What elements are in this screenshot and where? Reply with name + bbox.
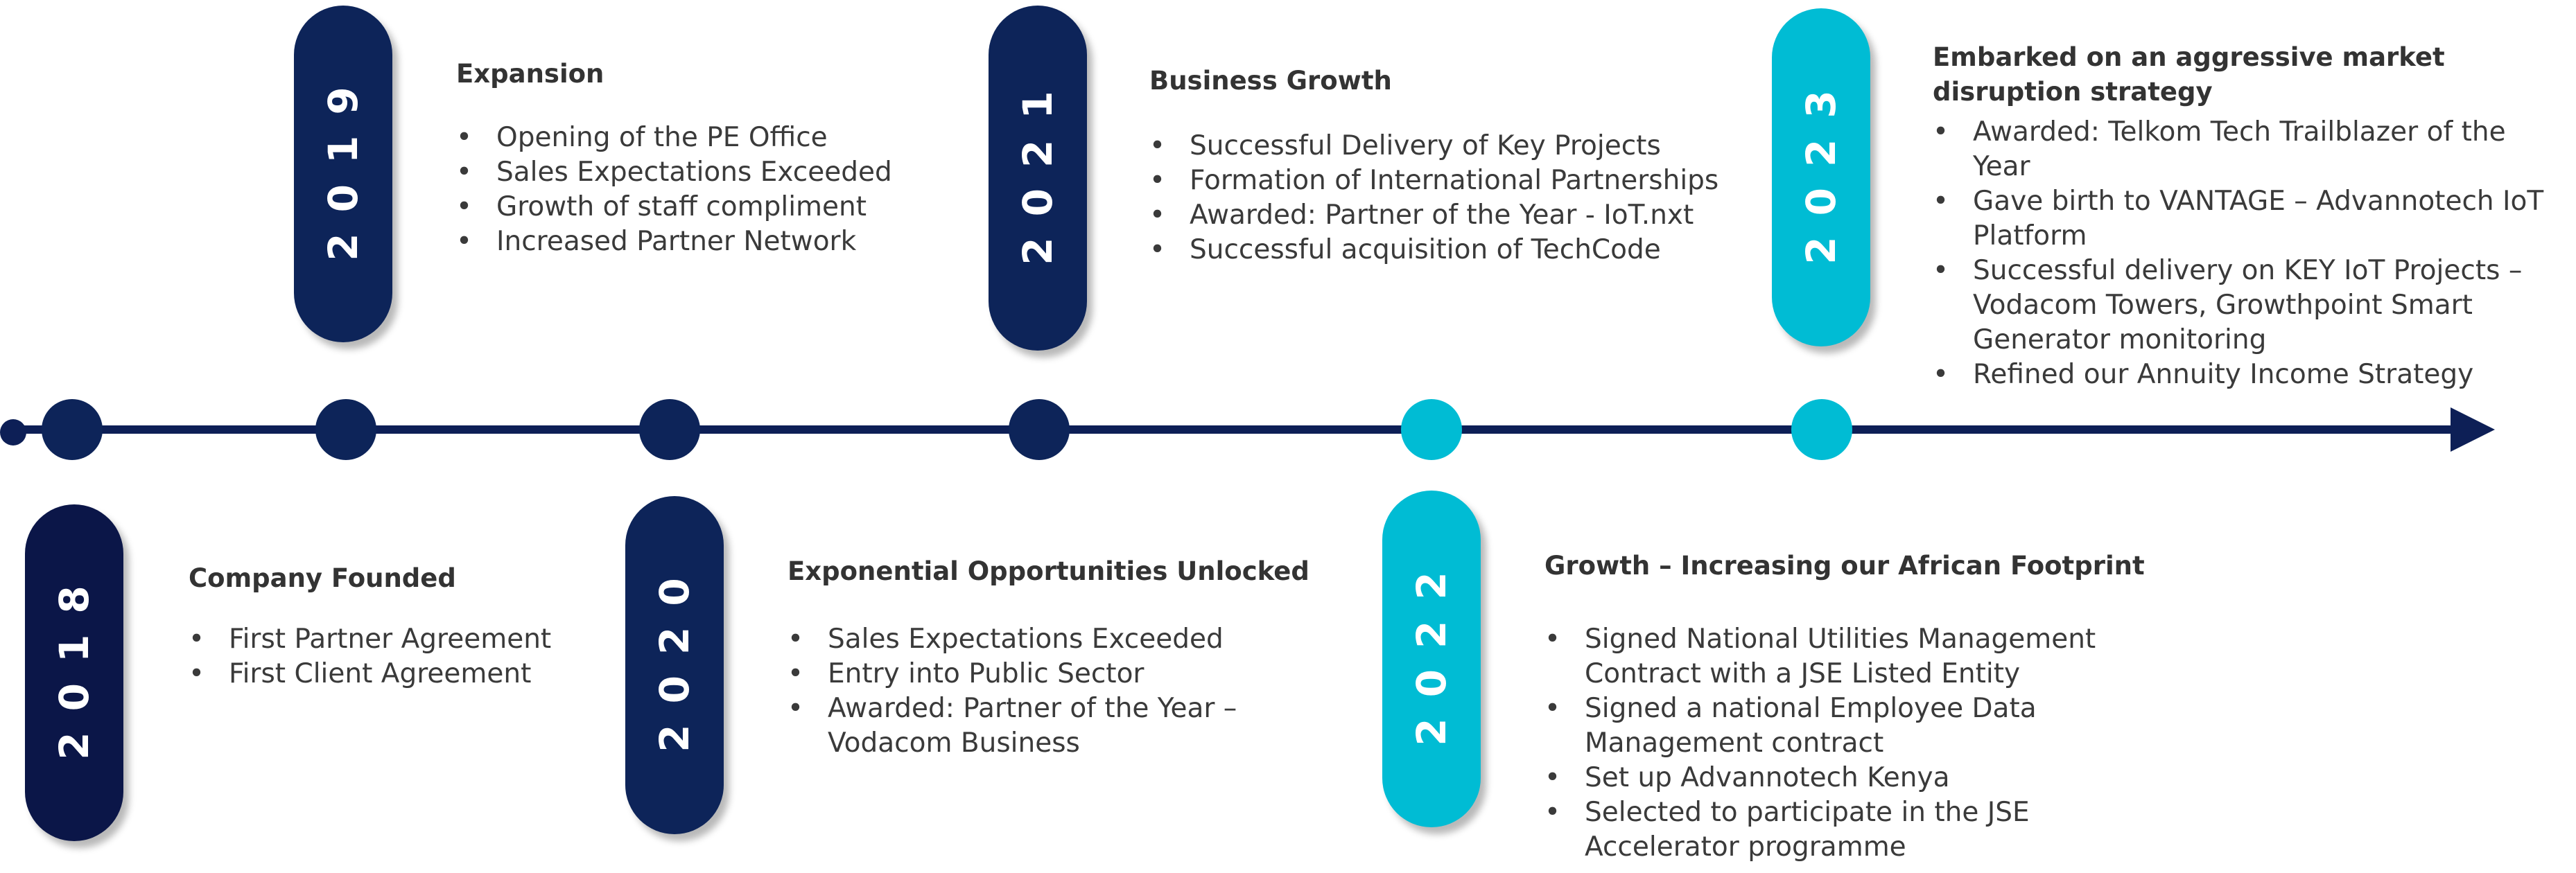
list-item: Increased Partner Network [456, 224, 928, 259]
list-item: Awarded: Partner of the Year – Vodacom B… [787, 691, 1314, 761]
year-label-2019: 2019 [320, 66, 367, 261]
list-item: Successful delivery on KEY IoT Projects … [1933, 254, 2570, 358]
year-label-2020: 2020 [651, 557, 698, 752]
list-item: Gave birth to VANTAGE – Advannotech IoT … [1933, 184, 2570, 254]
list-item: Successful acquisition of TechCode [1149, 233, 1773, 267]
milestone-list-2023: Awarded: Telkom Tech Trailblazer of the … [1933, 115, 2570, 392]
year-pill-2020: 2020 [625, 496, 724, 834]
list-item: Entry into Public Sector [787, 657, 1314, 691]
milestone-list-2018: First Partner Agreement First Client Agr… [189, 622, 577, 691]
list-item: Signed a national Employee Data Manageme… [1544, 691, 2155, 761]
year-pill-2021: 2021 [989, 6, 1087, 351]
timeline-dot-2021 [1009, 399, 1070, 460]
year-pill-2022: 2022 [1382, 491, 1481, 827]
milestone-2020: Exponential Opportunities Unlocked Sales… [787, 554, 1314, 761]
year-pill-2019: 2019 [294, 6, 392, 342]
timeline-arrowhead [2451, 407, 2495, 452]
list-item: Refined our Annuity Income Strategy [1933, 358, 2570, 392]
list-item: Growth of staff compliment [456, 190, 928, 224]
milestone-list-2021: Successful Delivery of Key Projects Form… [1149, 129, 1773, 267]
timeline-dot-2020 [639, 399, 700, 460]
milestone-title-2021: Business Growth [1149, 66, 1392, 96]
list-item: Opening of the PE Office [456, 121, 928, 155]
timeline-dot-2023 [1791, 399, 1852, 460]
list-item: Sales Expectations Exceeded [787, 622, 1314, 657]
milestone-2022: Growth – Increasing our African Footprin… [1544, 549, 2155, 865]
milestone-title-2022: Growth – Increasing our African Footprin… [1544, 551, 2145, 581]
milestone-list-2019: Opening of the PE Office Sales Expectati… [456, 121, 928, 259]
milestone-list-2020: Sales Expectations Exceeded Entry into P… [787, 622, 1314, 761]
list-item: Awarded: Telkom Tech Trailblazer of the … [1933, 115, 2570, 184]
milestone-title-2018: Company Founded [189, 563, 456, 593]
list-item: Formation of International Partnerships [1149, 164, 1773, 198]
year-pill-2018: 2018 [25, 504, 123, 841]
milestone-2021: Business Growth Successful Delivery of K… [1149, 64, 1773, 267]
timeline-dot-2022 [1401, 399, 1462, 460]
milestone-2018: Company Founded First Partner Agreement … [189, 561, 577, 691]
year-label-2022: 2022 [1408, 551, 1455, 746]
milestone-title-2023: Embarked on an aggressive market disrupt… [1933, 42, 2445, 107]
list-item: Successful Delivery of Key Projects [1149, 129, 1773, 164]
year-label-2021: 2021 [1014, 70, 1061, 265]
list-item: Selected to participate in the JSE Accel… [1544, 795, 2155, 865]
list-item: First Client Agreement [189, 657, 577, 691]
list-item: First Partner Agreement [189, 622, 577, 657]
year-pill-2023: 2023 [1772, 8, 1870, 346]
list-item: Sales Expectations Exceeded [456, 155, 928, 190]
milestone-title-2020: Exponential Opportunities Unlocked [787, 556, 1309, 586]
list-item: Signed National Utilities Management Con… [1544, 622, 2155, 691]
timeline-axis [7, 425, 2468, 434]
list-item: Set up Advannotech Kenya [1544, 761, 2155, 795]
milestone-list-2022: Signed National Utilities Management Con… [1544, 622, 2155, 865]
milestone-title-2019: Expansion [456, 59, 604, 89]
milestone-2023: Embarked on an aggressive market disrupt… [1933, 40, 2570, 392]
year-label-2023: 2023 [1798, 69, 1845, 265]
timeline-dot-2019 [315, 399, 376, 460]
list-item: Awarded: Partner of the Year - IoT.nxt [1149, 198, 1773, 233]
milestone-2019: Expansion Opening of the PE Office Sales… [456, 57, 928, 259]
timeline-dot-2018 [42, 399, 103, 460]
year-label-2018: 2018 [51, 565, 98, 760]
